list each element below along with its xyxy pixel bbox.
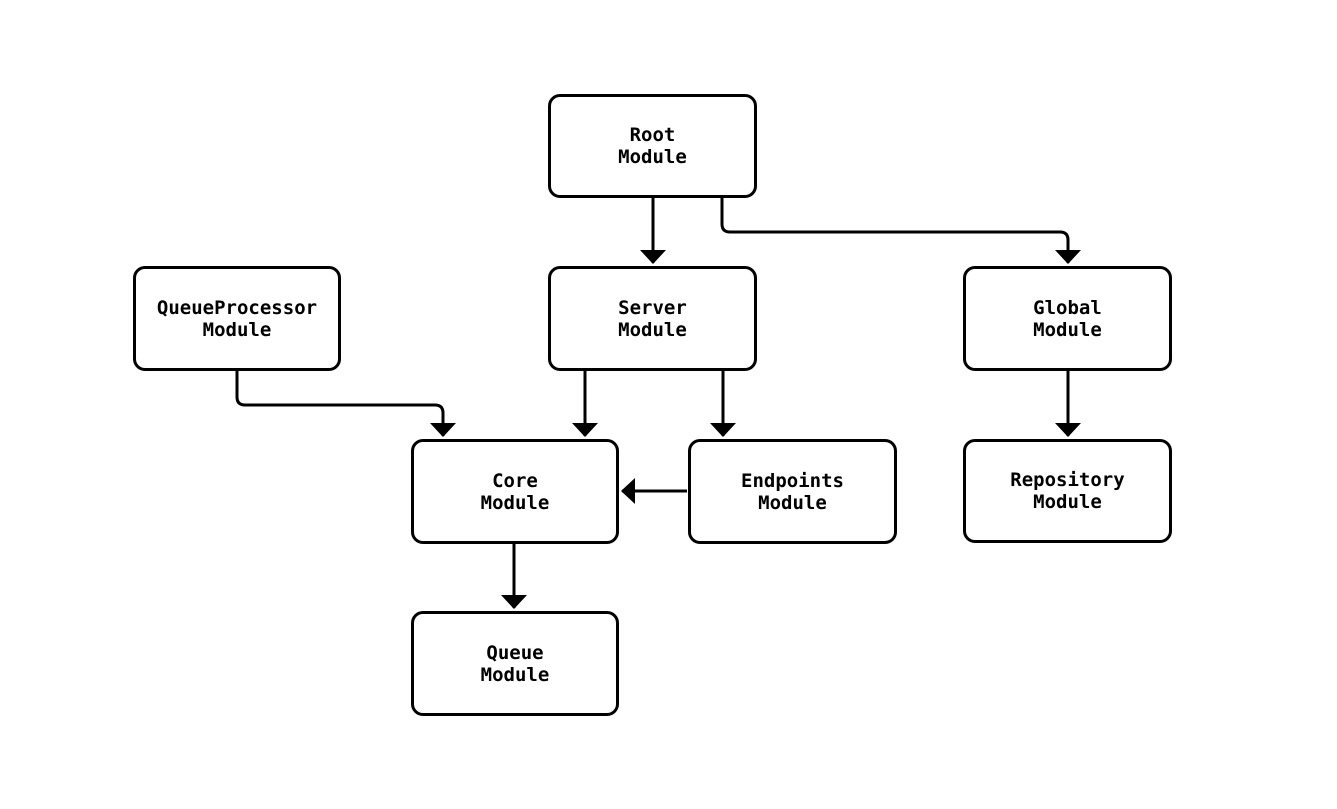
node-core-module: Core Module [411,439,619,544]
edge-root-to-global [720,198,1081,264]
node-label-line: QueueProcessor [156,296,318,319]
node-label-line: Module [1033,318,1102,341]
node-root-module: Root Module [548,94,757,198]
edge-queueprocessor-to-core [235,371,456,437]
node-global-module: Global Module [963,266,1172,371]
node-queue-module: Queue Module [411,611,619,716]
node-label-line: Module [480,663,550,686]
node-server-module: Server Module [548,266,757,371]
node-label-line: Root [629,124,676,146]
node-endpoints-module: Endpoints Module [688,439,897,544]
node-label-line: Endpoints [741,469,844,492]
node-label-line: Module [618,146,687,168]
node-label-line: Module [202,318,272,341]
node-label-line: Global [1033,296,1102,319]
node-label-line: Module [1033,491,1102,513]
node-label-line: Module [480,491,550,514]
node-label-line: Module [618,318,687,341]
node-label-line: Server [618,296,687,319]
node-queueprocessor-module: QueueProcessor Module [133,266,341,371]
node-repository-module: Repository Module [963,439,1172,543]
node-label-line: Queue [486,641,544,664]
node-label-line: Module [758,491,827,514]
node-label-line: Repository [1010,469,1125,491]
node-label-line: Core [492,469,538,492]
